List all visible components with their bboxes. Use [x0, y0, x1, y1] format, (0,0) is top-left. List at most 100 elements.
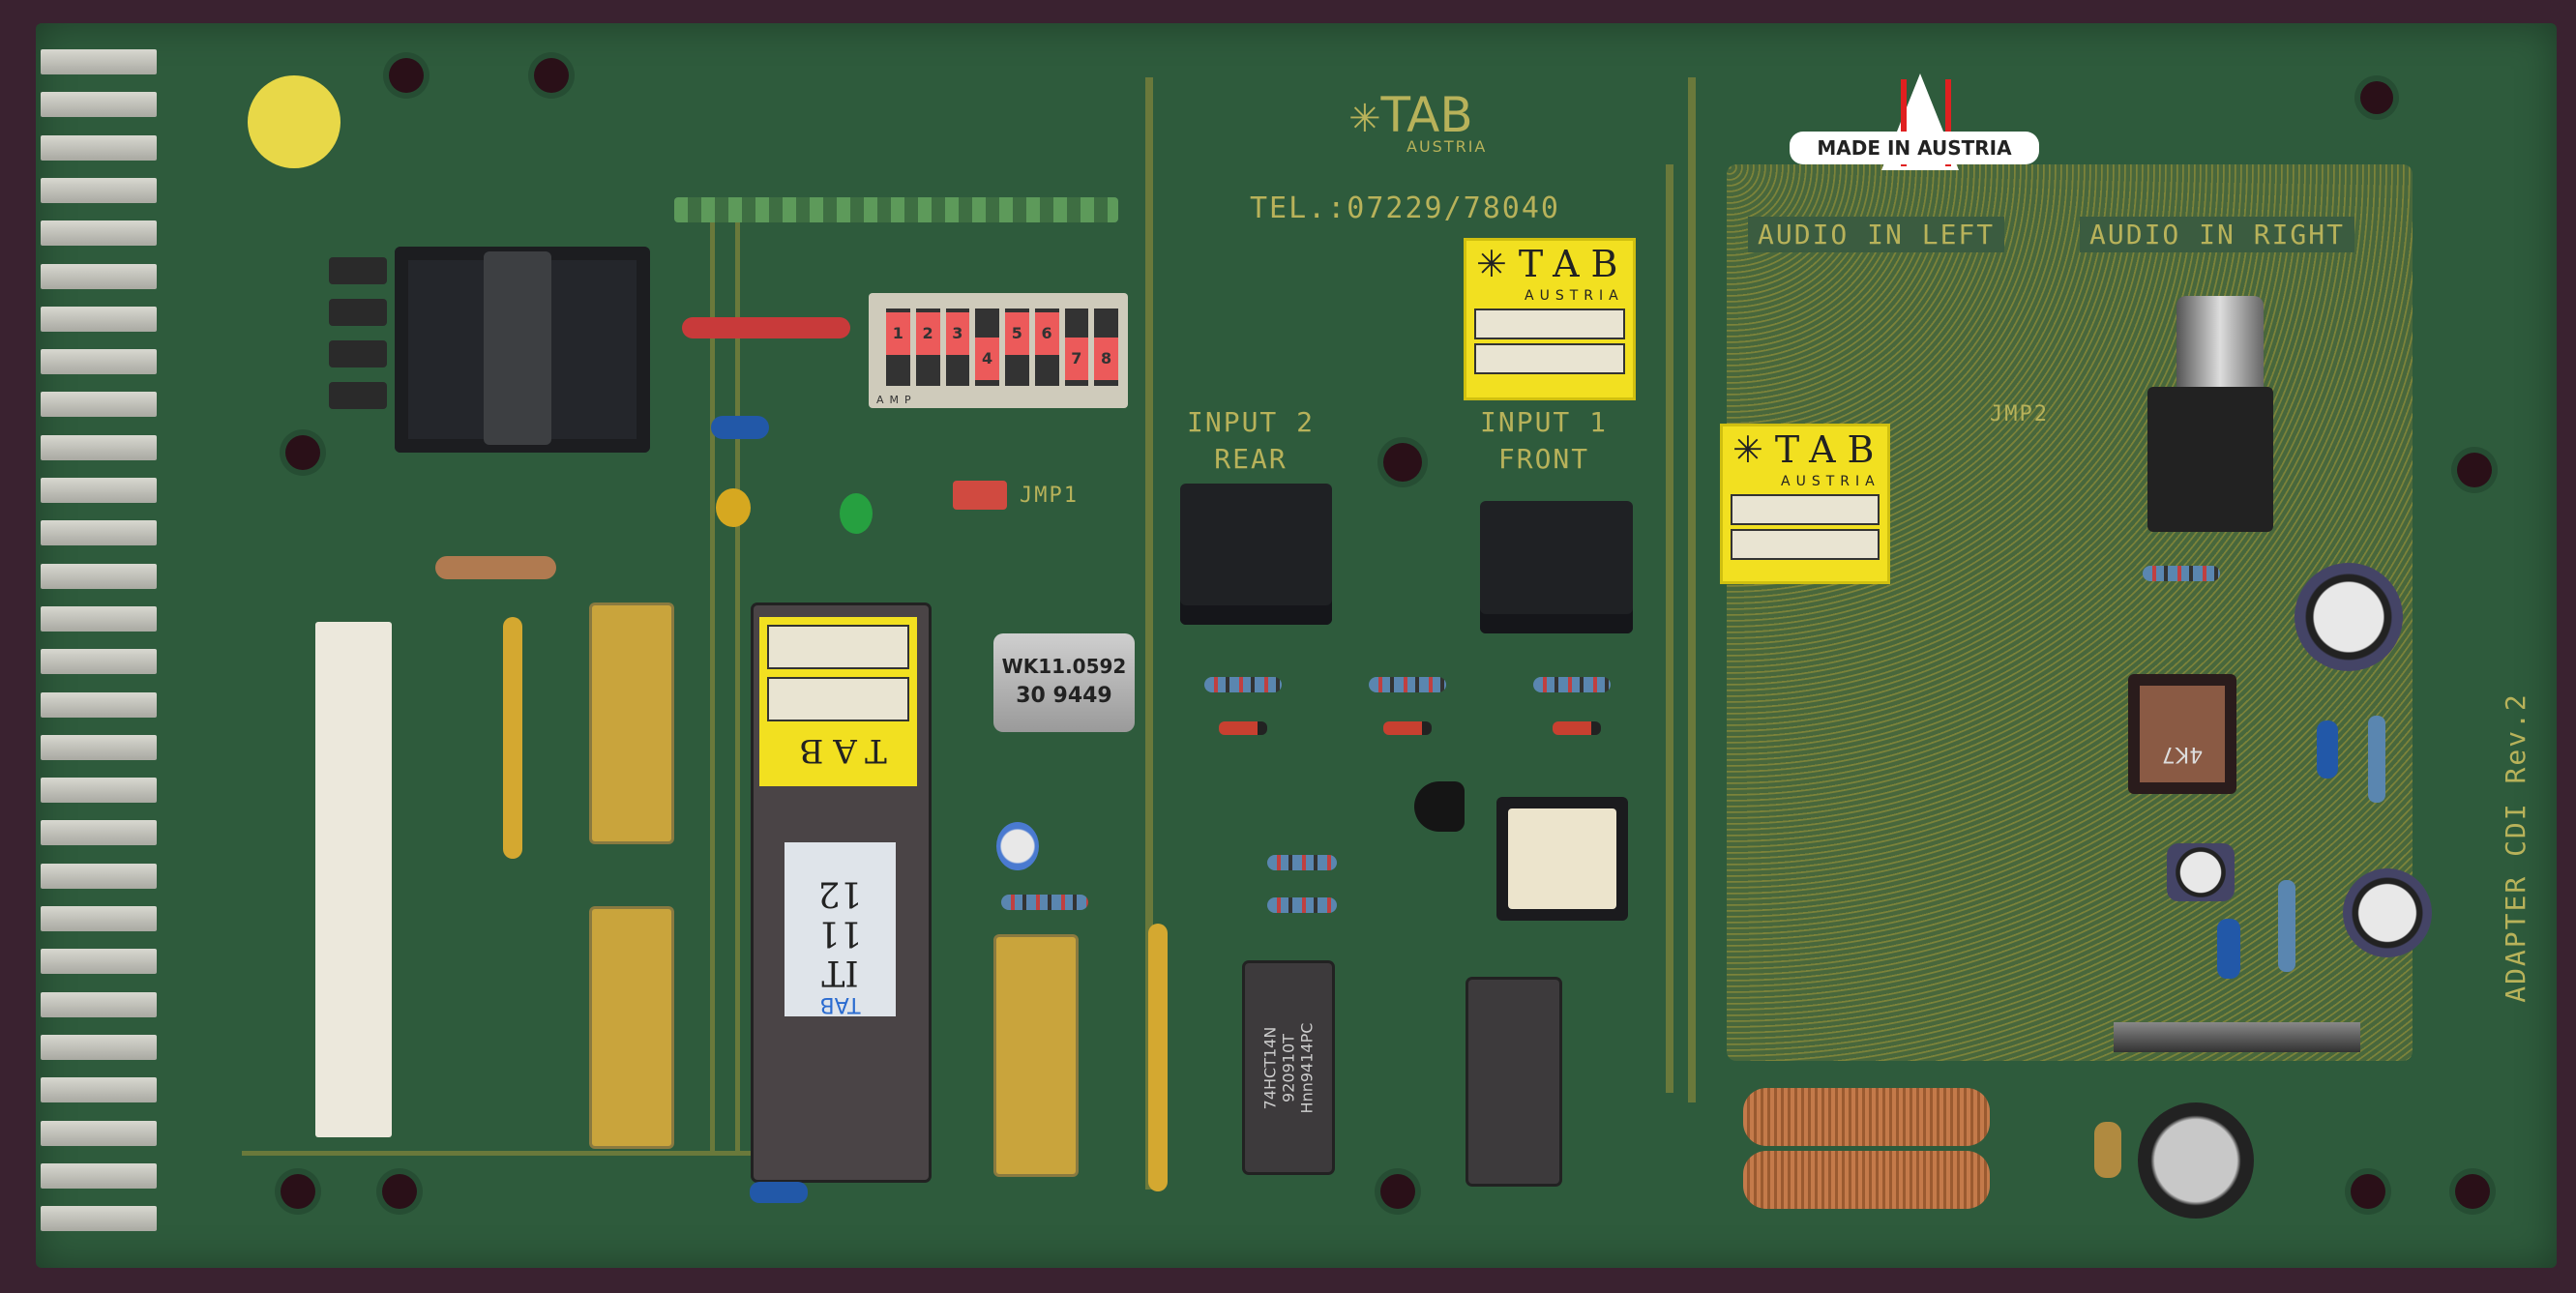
dip-switch-lever[interactable]: 5 — [1005, 309, 1029, 386]
tab-logo-sub: AUSTRIA — [1406, 137, 1488, 156]
ic-marking: Hnn9414PC — [1297, 1022, 1317, 1114]
bnc-connector[interactable] — [2176, 296, 2264, 402]
eprom-sticker-line: IT — [821, 953, 859, 992]
dip-switch-lever[interactable]: 1 — [886, 309, 910, 386]
dip-switch-lever[interactable]: 7 — [1064, 309, 1089, 386]
heatsink-bar — [2114, 1022, 2360, 1052]
dip-switch-lever[interactable]: 6 — [1034, 309, 1059, 386]
audio-in-right-label: AUDIO IN RIGHT — [2080, 217, 2355, 252]
trace — [242, 1151, 764, 1156]
mounting-hole — [2457, 453, 2492, 487]
sticker-write-box — [1731, 494, 1880, 525]
yellow-capacitor — [503, 617, 522, 859]
diode — [329, 340, 387, 367]
edge-connector-finger — [41, 1034, 157, 1060]
trimmer-value: 4K7 — [2140, 686, 2225, 782]
voltage-regulator — [484, 251, 551, 445]
resistor — [1533, 677, 1611, 692]
dip-switch-lever[interactable]: 8 — [1094, 309, 1118, 386]
made-in-austria-badge: MADE IN AUSTRIA — [1790, 73, 2039, 192]
eprom-chip: TAB TAB IT 11 12 — [754, 605, 929, 1180]
edge-connector-finger — [41, 1120, 157, 1146]
input2-rear-jack[interactable] — [1180, 484, 1332, 625]
edge-connector-finger — [41, 392, 157, 418]
push-button[interactable] — [1496, 797, 1628, 921]
dip-switch-lever[interactable]: 4 — [975, 309, 999, 386]
edge-connector-finger — [41, 734, 157, 760]
made-in-austria-text: MADE IN AUSTRIA — [1790, 132, 2039, 164]
dip-switch-number: 7 — [1064, 338, 1089, 380]
board-title: ADAPTER CDI Rev.2 — [2499, 692, 2532, 1003]
eprom-tab-label: TAB — [759, 617, 917, 786]
edge-connector-finger — [41, 134, 157, 161]
input1-front-jack[interactable] — [1480, 501, 1633, 633]
inductor-coil — [1743, 1088, 1990, 1146]
edge-connector-finger — [41, 1077, 157, 1103]
dip-switch-number: 8 — [1094, 338, 1118, 380]
edge-connector-finger — [41, 1162, 157, 1189]
mounting-hole — [1383, 443, 1422, 482]
edge-connector-finger — [41, 349, 157, 375]
driver-ic — [1468, 980, 1559, 1184]
ceramic-capacitor — [711, 416, 769, 439]
mounting-hole — [534, 58, 569, 93]
mounting-hole — [285, 435, 320, 470]
edge-connector-finger — [41, 177, 157, 203]
edge-connector-finger — [41, 478, 157, 503]
edge-connector-finger — [41, 520, 157, 546]
resistor — [435, 556, 556, 579]
inductor-coil — [1743, 1151, 1990, 1209]
eprom-sticker-brand: TAB — [819, 992, 861, 1016]
tab-sticker: ✳TAB AUSTRIA — [1720, 424, 1890, 584]
mounting-hole — [1380, 1174, 1415, 1209]
tab-star-icon: ✳ — [1732, 428, 1775, 471]
mounting-hole — [2351, 1174, 2385, 1209]
ceramic-capacitor — [750, 1182, 808, 1203]
trace — [735, 222, 740, 1151]
capacitor — [2217, 919, 2240, 979]
resistor-array-ic — [996, 937, 1076, 1174]
crystal-oscillator: WK11.0592 30 9449 — [993, 633, 1135, 732]
crystal-marking: WK11.0592 — [1001, 655, 1127, 678]
dip-switch-number: 5 — [1005, 312, 1029, 355]
dip-switch-lever[interactable]: 2 — [915, 309, 940, 386]
mounting-hole — [2455, 1174, 2490, 1209]
trace — [710, 222, 715, 1151]
tab-star-icon: ✳ — [1476, 243, 1519, 285]
tab-sticker: ✳TAB AUSTRIA — [1464, 238, 1636, 400]
jumper-jmp1[interactable] — [953, 481, 1007, 510]
dip-switch-number: 6 — [1034, 312, 1059, 355]
diode — [1383, 721, 1432, 735]
resistor — [2143, 566, 2220, 581]
pin-header — [674, 197, 1118, 222]
resistor-network-strip — [315, 622, 392, 1137]
resistor — [1204, 677, 1282, 692]
electrolytic-capacitor — [2138, 1102, 2254, 1219]
red-resistor — [682, 317, 850, 338]
ic-marking: 74HCT14N — [1260, 1026, 1280, 1110]
resistor-array-ic — [592, 909, 671, 1146]
tab-logo-text: TAB — [1774, 428, 1886, 471]
yellow-capacitor — [1148, 924, 1168, 1191]
resistor-array-ic — [592, 605, 671, 841]
edge-connector-finger — [41, 906, 157, 931]
tab-sticker-sub: AUSTRIA — [1781, 474, 1880, 489]
jmp1-label: JMP1 — [1020, 484, 1079, 508]
diode — [329, 299, 387, 326]
resistor — [1369, 677, 1446, 692]
diode — [1553, 721, 1601, 735]
trace — [1145, 77, 1153, 1190]
audio-in-left-label: AUDIO IN LEFT — [1748, 217, 2005, 252]
trimmer-4k7[interactable]: 4K7 — [2128, 674, 2236, 794]
yellow-dot-marker — [248, 75, 341, 168]
dip-switch-lever[interactable]: 3 — [945, 309, 970, 386]
edge-connector-finger — [41, 991, 157, 1017]
edge-connector-finger — [41, 1206, 157, 1232]
electrolytic-capacitor — [2343, 868, 2432, 957]
tantalum-capacitor — [716, 488, 751, 527]
bnc-connector-body — [2147, 387, 2273, 532]
sticker-write-box — [1474, 343, 1625, 374]
mounting-hole — [389, 58, 424, 93]
